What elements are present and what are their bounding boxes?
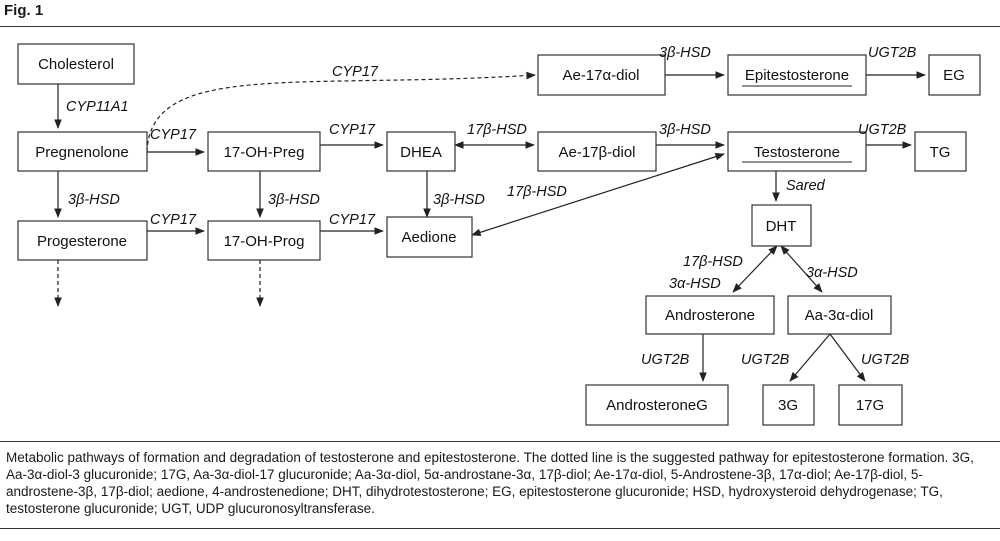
node-17-oh-preg: 17-OH-Preg (207, 131, 321, 172)
figure-caption: Metabolic pathways of formation and degr… (6, 450, 974, 516)
node-label: 17G (856, 397, 884, 414)
node-testosterone: Testosterone (727, 131, 867, 172)
node-epitestosterone: Epitestosterone (727, 54, 867, 96)
enzyme-label-17b-hsd-dht: 17β-HSD (683, 254, 743, 270)
node-label: Androsterone (665, 307, 755, 324)
node-cholesterol: Cholesterol (17, 43, 135, 85)
node-dhea: DHEA (386, 131, 456, 172)
edge-aedione-testosterone (471, 152, 725, 237)
node-label: EG (943, 67, 965, 84)
node-3g: 3G (762, 384, 815, 426)
node-label: 17-OH-Preg (224, 144, 305, 161)
pathway-edges (54, 71, 926, 382)
edge-dotted-cyp17 (146, 71, 536, 153)
enzyme-label-ugt2b-17g: UGT2B (861, 352, 910, 368)
enzyme-label-3b-hsd-ohpreg: 3β-HSD (268, 192, 320, 208)
enzyme-label-3b-hsd-ae17b: 3β-HSD (659, 122, 711, 138)
top-divider (0, 26, 1000, 27)
node-progesterone: Progesterone (17, 220, 148, 261)
enzyme-label-17b-hsd-dhea: 17β-HSD (467, 122, 527, 138)
node-label: Progesterone (37, 233, 127, 250)
enzyme-label-ugt2b-epi: UGT2B (868, 45, 917, 61)
enzyme-label-3b-hsd-dhea: 3β-HSD (433, 192, 485, 208)
edge-aa3a-3g (789, 333, 831, 382)
node-17g: 17G (838, 384, 903, 426)
edge-dht-aa3a (780, 245, 823, 293)
enzyme-label-3b-hsd-ae17a: 3β-HSD (659, 45, 711, 61)
figure-label: Fig. 1 (4, 2, 44, 19)
pathway-diagram: Cholesterol Pregnenolone Progesterone 17… (17, 43, 981, 426)
enzyme-label-cyp11a1: CYP11A1 (66, 99, 129, 115)
enzyme-labels: CYP11A1 CYP17 CYP17 CYP17 CYP17 CYP17 3β… (66, 45, 917, 368)
node-label: Ae-17β-diol (559, 144, 636, 161)
node-pregnenolone: Pregnenolone (17, 131, 148, 172)
node-label: 17-OH-Prog (224, 233, 305, 250)
node-label: Aedione (401, 229, 456, 246)
node-label: Aa-3α-diol (805, 307, 874, 324)
node-label: TG (930, 144, 951, 161)
enzyme-label-cyp17-preg: CYP17 (150, 127, 197, 143)
caption-divider-top (0, 441, 1000, 442)
edge-aa3a-17g (829, 333, 866, 382)
enzyme-label-17b-hsd-aedione: 17β-HSD (507, 184, 567, 200)
node-ae-17b-diol: Ae-17β-diol (537, 131, 657, 172)
node-label: AndrosteroneG (606, 397, 708, 414)
node-label: Ae-17α-diol (562, 67, 639, 84)
enzyme-label-3b-hsd-preg: 3β-HSD (68, 192, 120, 208)
enzyme-label-cyp17-ohprog: CYP17 (329, 212, 376, 228)
node-label: Cholesterol (38, 56, 114, 73)
node-dht: DHT (751, 204, 812, 247)
node-tg: TG (914, 131, 967, 172)
enzyme-label-3a-hsd-aa: 3α-HSD (806, 265, 858, 281)
enzyme-label-3a-hsd-dht: 3α-HSD (669, 276, 721, 292)
node-aedione: Aedione (386, 216, 473, 258)
enzyme-label-ugt2b-testo: UGT2B (858, 122, 907, 138)
node-label: DHEA (400, 144, 442, 161)
node-androsterone: Androsterone (645, 295, 775, 335)
enzyme-label-cyp17-dotted: CYP17 (332, 64, 379, 80)
caption-divider-bottom (0, 528, 1000, 529)
node-17-oh-prog: 17-OH-Prog (207, 220, 321, 261)
node-ae-17a-diol: Ae-17α-diol (537, 54, 666, 96)
node-aa-3a-diol: Aa-3α-diol (787, 295, 892, 335)
node-label: Pregnenolone (35, 144, 128, 161)
node-label: Epitestosterone (745, 67, 849, 84)
enzyme-label-ugt2b-andro: UGT2B (641, 352, 690, 368)
edge-dht-androsterone (732, 245, 778, 293)
enzyme-label-sared: Sared (786, 178, 826, 194)
node-label: DHT (766, 218, 797, 235)
node-label: 3G (778, 397, 798, 414)
enzyme-label-cyp17-prog: CYP17 (150, 212, 197, 228)
node-eg: EG (928, 54, 981, 96)
enzyme-label-cyp17-ohpreg: CYP17 (329, 122, 376, 138)
node-androsteroneg: AndrosteroneG (585, 384, 729, 426)
enzyme-label-ugt2b-3g: UGT2B (741, 352, 790, 368)
node-label: Testosterone (754, 144, 840, 161)
